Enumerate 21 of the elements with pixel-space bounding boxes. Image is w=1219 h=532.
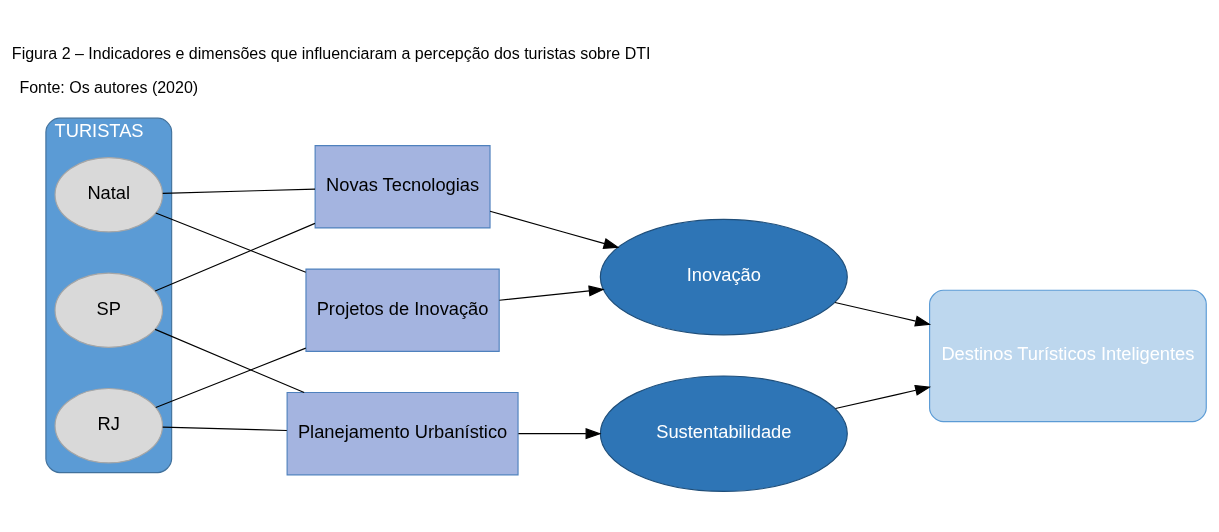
arrow — [489, 210, 620, 249]
diagram-title: Figura 2 – Indicadores e dimensões que influenciaram a percepção dos turistas sobre DTI — [11, 44, 651, 62]
node-ellipse: Sustentabilidade — [599, 374, 848, 492]
connector — [155, 211, 307, 273]
node-box: Novas Tecnologias — [314, 144, 491, 228]
node-box: Projetos de Inovação — [305, 268, 500, 352]
arrow — [834, 384, 932, 409]
connector — [155, 347, 307, 408]
node-box: Planejamento Urbanístico — [286, 391, 519, 475]
node-ellipse: SP — [54, 272, 164, 348]
node-box: Destinos Turísticos Inteligentes — [929, 289, 1207, 422]
connector — [154, 328, 305, 393]
arrow — [498, 284, 605, 301]
connector — [154, 222, 316, 292]
arrow — [834, 301, 932, 326]
node-ellipse: Natal — [54, 156, 164, 232]
connector — [162, 426, 288, 431]
node-ellipse: RJ — [54, 387, 164, 463]
connector — [162, 188, 316, 194]
arrow — [517, 427, 602, 439]
caption: Fonte: Os autores (2020) — [19, 78, 199, 96]
